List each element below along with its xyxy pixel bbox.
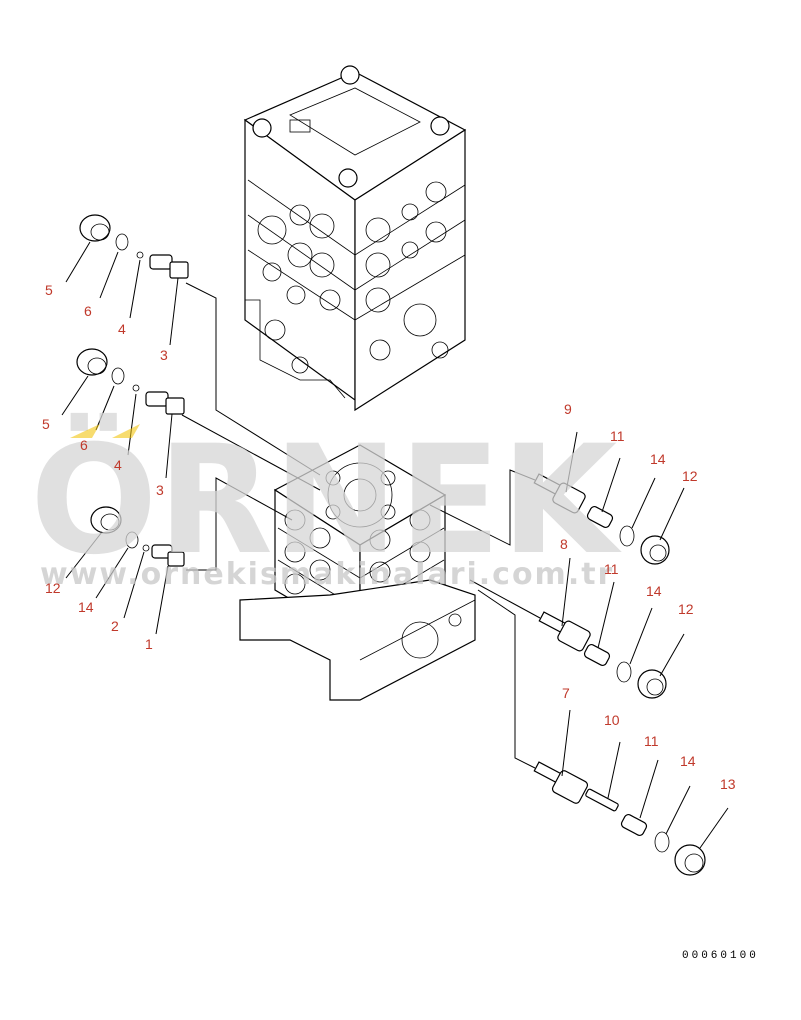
callout-7: 7 xyxy=(562,685,570,701)
callout-11: 11 xyxy=(610,428,625,444)
callout-6: 6 xyxy=(84,303,92,319)
o-ring-14-bottom xyxy=(654,831,670,853)
callout-6: 6 xyxy=(80,437,88,453)
callout-12: 12 xyxy=(682,468,698,484)
callout-leaders xyxy=(61,241,729,849)
callout-1: 1 xyxy=(145,636,153,652)
watermark: ÖRNEK www.ornekismakinalari.com.tr xyxy=(30,412,622,592)
plug-12-mid xyxy=(637,669,667,699)
callout-3: 3 xyxy=(160,347,168,363)
spring-11-bottom xyxy=(620,813,648,837)
o-ring-14-left xyxy=(125,531,139,549)
plug-5-upper xyxy=(79,214,111,242)
callout-12: 12 xyxy=(45,580,61,596)
callout-labels: 5 6 4 3 5 6 4 3 12 14 2 1 9 11 14 12 8 1… xyxy=(42,282,736,792)
plug-13 xyxy=(674,844,706,876)
o-ring-6-lower xyxy=(111,367,125,385)
plug-12-left xyxy=(90,506,122,534)
callout-4: 4 xyxy=(114,457,122,473)
spring-11-top xyxy=(586,505,614,529)
callout-11: 11 xyxy=(644,733,659,749)
valve-3-upper xyxy=(149,254,189,279)
callout-8: 8 xyxy=(560,536,568,552)
callout-14: 14 xyxy=(680,753,696,769)
ball-4-upper xyxy=(136,251,144,259)
spool-8 xyxy=(538,611,591,652)
callout-5: 5 xyxy=(45,282,53,298)
spring-11-mid xyxy=(583,643,611,667)
valve-3-lower xyxy=(145,391,185,415)
watermark-brand: ÖRNEK xyxy=(30,412,622,588)
o-ring-6-upper xyxy=(115,233,129,251)
callout-14: 14 xyxy=(646,583,662,599)
spool-7 xyxy=(533,761,589,804)
valve-1 xyxy=(151,544,185,567)
callout-14: 14 xyxy=(78,599,94,615)
callout-11: 11 xyxy=(604,561,619,577)
ball-4-lower xyxy=(132,384,140,392)
assembly-lines xyxy=(181,282,541,769)
plug-12-top xyxy=(640,535,670,565)
lower-valve-block xyxy=(239,444,476,701)
callout-12: 12 xyxy=(678,601,694,617)
o-ring-14-mid xyxy=(616,661,632,683)
upper-valve-block xyxy=(243,65,467,412)
watermark-url: www.ornekismakinalari.com.tr xyxy=(40,557,614,592)
callout-10: 10 xyxy=(604,712,620,728)
callout-3: 3 xyxy=(156,482,164,498)
stopper-10 xyxy=(585,788,619,812)
spool-9 xyxy=(533,473,586,514)
o-ring-14-top xyxy=(619,525,635,547)
plug-5-lower xyxy=(76,348,108,376)
drawing-number: 00060100 xyxy=(682,950,759,962)
callout-13: 13 xyxy=(720,776,736,792)
callout-9: 9 xyxy=(564,401,572,417)
callout-2: 2 xyxy=(111,618,119,634)
callout-14: 14 xyxy=(650,451,666,467)
ball-2 xyxy=(142,544,150,552)
callout-5: 5 xyxy=(42,416,50,432)
callout-4: 4 xyxy=(118,321,126,337)
